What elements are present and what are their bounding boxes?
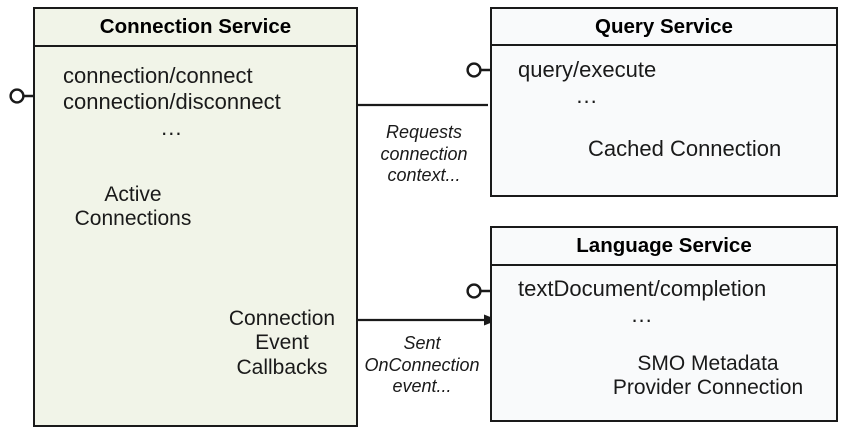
component-title-query-service: Query Service [492,9,836,46]
operation-list-query-service: query/execute ... [518,57,656,109]
connector-requests-connection-context [338,99,488,111]
operation-ellipsis-language-service: ... [631,301,653,327]
operation-connection-disconnect[interactable]: connection/disconnect [63,88,281,114]
artifact-label-active-connections: Active Connections [74,183,192,231]
operation-textdocument-completion[interactable]: textDocument/completion [518,276,767,301]
artifact-label-connection-event-callbacks: Connection Event Callbacks [228,307,336,379]
component-connection-service[interactable]: Connection Service connection/connect co… [33,7,358,427]
connector-sent-onconnection-event [344,314,498,326]
artifact-label-smo-metadata-provider-connection: SMO Metadata Provider Connection [612,352,804,400]
connector-label-sent-onconnection-event: Sent OnConnection event... [364,333,480,397]
component-title-connection-service: Connection Service [35,9,356,47]
artifact-label-cached-connection: Cached Connection [588,136,782,161]
operation-list-language-service: textDocument/completion ... [518,276,766,328]
component-language-service[interactable]: Language Service textDocument/completion… [490,226,838,422]
connector-label-requests-connection-context: Requests connection context... [380,122,468,186]
operation-ellipsis-query-service: ... [576,82,598,108]
operation-ellipsis-connection-service: ... [161,114,183,140]
operation-list-connection-service: connection/connect connection/disconnect… [63,63,281,141]
component-body-query-service: query/execute ... Cached Connection [492,46,836,195]
component-query-service[interactable]: Query Service query/execute ... Cached C… [490,7,838,197]
component-body-connection-service: connection/connect connection/disconnect… [35,47,356,425]
operation-query-execute[interactable]: query/execute [518,57,657,82]
component-title-language-service: Language Service [492,228,836,266]
component-body-language-service: textDocument/completion ... SMO Metadata… [492,266,836,420]
operation-connection-connect[interactable]: connection/connect [63,63,253,88]
